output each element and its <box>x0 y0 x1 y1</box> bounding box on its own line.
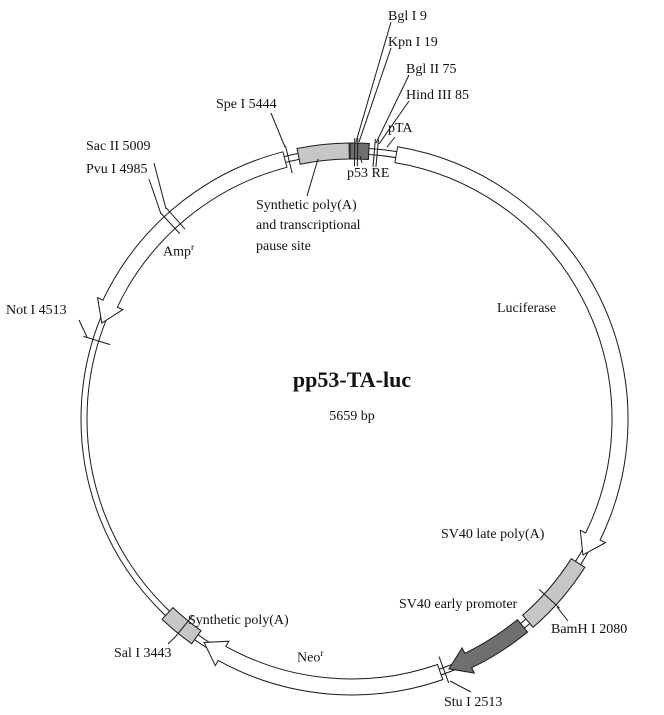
site-label-stu-i: Stu I 2513 <box>444 695 503 710</box>
leader-line-sac2 <box>153 162 167 210</box>
feature-arrow-sv40-early-promoter <box>448 618 529 674</box>
site-label-kpn-i: Kpn I 19 <box>388 35 438 50</box>
leader-line-hind3 <box>378 100 410 145</box>
amp-text: Amp <box>163 244 191 260</box>
site-tick-kpn1 <box>356 138 359 167</box>
leader-line-kpn1 <box>358 47 392 143</box>
syn-polya-top-line1: Synthetic poly(A) <box>256 198 357 213</box>
feature-arc-syn-polya-bottom <box>161 606 202 645</box>
site-label-hind-iii: Hind III 85 <box>406 88 469 103</box>
feature-label-p53-re: p53 RE <box>347 166 390 181</box>
leader-line-bamh1 <box>556 606 569 622</box>
feature-label-sv40-early-promoter: SV40 early promoter <box>399 597 518 612</box>
feature-arc-sv40-late-polya <box>521 558 586 629</box>
plasmid-title: pp53-TA-luc <box>292 367 412 392</box>
site-tick-not1 <box>83 335 111 346</box>
syn-polya-top-line3: pause site <box>256 238 311 254</box>
site-label-sal-i: Sal I 3443 <box>114 646 172 661</box>
feature-label-syn-polya-top: Synthetic poly(A) and transcriptional pa… <box>256 196 361 257</box>
neo-text: Neo <box>297 650 321 666</box>
site-tick-stu1 <box>438 656 450 684</box>
leader-line-pta <box>386 136 396 148</box>
leader-line-bgl1 <box>355 21 392 143</box>
feature-arrow-neo <box>203 640 444 696</box>
plasmid-size: 5659 bp <box>329 409 375 424</box>
site-label-not-i: Not I 4513 <box>6 303 67 318</box>
site-tick-sal1 <box>174 615 193 638</box>
leader-line-p53-re <box>359 155 363 164</box>
feature-label-neo: Neor <box>297 648 324 669</box>
feature-label-luciferase: Luciferase <box>497 301 557 316</box>
feature-arrow-amp <box>96 151 288 324</box>
feature-label-pta: pTA <box>388 121 413 136</box>
site-tick-pvu1 <box>160 212 181 234</box>
site-label-spe-i: Spe I 5444 <box>216 97 277 112</box>
site-label-pvu-i: Pvu I 4985 <box>86 162 148 177</box>
site-label-bamh-i: BamH I 2080 <box>551 622 628 637</box>
leader-line-syn-polya-top <box>306 158 319 197</box>
feature-label-amp: Ampr <box>163 242 194 263</box>
feature-arrow-luciferase <box>394 146 629 556</box>
site-label-sac-ii: Sac II 5009 <box>86 139 151 154</box>
feature-label-syn-polya-bottom: Synthetic poly(A) <box>188 613 289 628</box>
leader-line-not1 <box>78 319 88 338</box>
neo-superscript: r <box>320 649 324 659</box>
leader-line-spe1 <box>270 112 286 148</box>
site-label-bgl-i: Bgl I 9 <box>388 9 427 24</box>
site-label-bgl-ii: Bgl II 75 <box>406 62 457 77</box>
leader-line-stu1 <box>449 680 472 693</box>
site-tick-spe1 <box>285 145 293 174</box>
site-tick-sac2 <box>166 207 186 230</box>
amp-superscript: r <box>191 243 195 253</box>
feature-arc-p53-re <box>349 142 370 161</box>
leader-line-sal1 <box>167 636 176 645</box>
leader-line-pvu1 <box>148 178 162 215</box>
feature-label-sv40-late-polya: SV40 late poly(A) <box>441 527 545 542</box>
feature-arc-syn-polya-top <box>296 142 350 165</box>
site-tick-bgl2 <box>372 138 376 167</box>
leader-line-bgl2 <box>375 74 410 144</box>
site-tick-bamh1 <box>538 589 561 609</box>
syn-polya-top-line2: and transcriptional <box>256 218 361 234</box>
site-tick-hind3 <box>375 139 379 168</box>
